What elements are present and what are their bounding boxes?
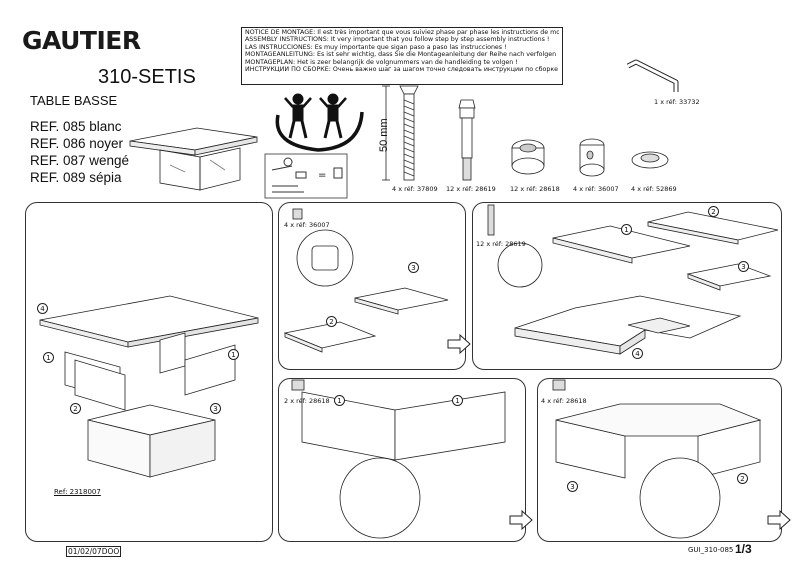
part-number-badge: 1 xyxy=(334,395,345,406)
part-number-badge: 1 xyxy=(621,224,632,235)
footer-date-suffix: DOO xyxy=(101,547,120,556)
allen-key-ref: 1 x réf: 33732 xyxy=(654,98,700,106)
hardware-ref-cam-lock: 12 x réf: 28618 xyxy=(510,185,560,193)
brand-logo: GAUTIER xyxy=(22,26,141,55)
step4-hardware-ref: 2 x réf: 28618 xyxy=(284,397,330,405)
hardware-ref-screw: 4 x réf: 37809 xyxy=(392,185,438,193)
product-subtitle: TABLE BASSE xyxy=(30,93,118,108)
part-number-badge: 1 xyxy=(228,349,239,360)
part-number-badge: 3 xyxy=(210,403,221,414)
hardware-ref-cover-cap: 4 x réf: 52869 xyxy=(631,185,677,193)
notice-line: ASSEMBLY INSTRUCTIONS: It very important… xyxy=(245,36,550,44)
footer-date: 01/02/07DOO xyxy=(66,546,122,557)
step2-hardware-ref: 4 x réf: 36007 xyxy=(284,221,330,229)
assembly-notice-box: NOTICE DE MONTAGE: Il est très important… xyxy=(241,27,563,85)
screw-length-label: 50 mm xyxy=(378,118,390,152)
notice-line: NOTICE DE MONTAGE: Il est très important… xyxy=(245,29,559,36)
step5-hardware-ref: 4 x réf: 28618 xyxy=(541,397,587,405)
footer-date-value: 01/02/07 xyxy=(68,547,102,556)
reference-list: REF. 085 blanc REF. 086 noyer REF. 087 w… xyxy=(30,118,129,186)
model-title: 310-SETIS xyxy=(98,66,196,88)
reference-item: REF. 085 blanc xyxy=(30,119,122,134)
page-number: 1/3 xyxy=(735,542,752,556)
hardware-ref-dowel: 4 x réf: 36007 xyxy=(573,185,619,193)
part-number-badge: 2 xyxy=(737,473,748,484)
ref-note: Ref: 2318007 xyxy=(54,488,101,496)
part-number-badge: 1 xyxy=(43,352,54,363)
part-number-badge: 2 xyxy=(70,403,81,414)
notice-line: ИНСТРУКЦИИ ПО СБОРКЕ: Очень важно шаг за… xyxy=(245,66,559,74)
part-number-badge: 4 xyxy=(632,348,643,359)
part-number-badge: 2 xyxy=(708,206,719,217)
svg-text:=: = xyxy=(318,170,326,181)
part-number-badge: 3 xyxy=(567,481,578,492)
part-number-badge: 3 xyxy=(738,261,749,272)
part-number-badge: 3 xyxy=(408,262,419,273)
notice-line: MONTAGEANLEITUNG: Es ist sehr wichtig, d… xyxy=(245,51,559,59)
reference-item: REF. 089 sépia xyxy=(30,170,122,185)
part-number-badge: 1 xyxy=(452,395,463,406)
reference-item: REF. 086 noyer xyxy=(30,136,124,151)
part-number-badge: 4 xyxy=(37,303,48,314)
reference-item: REF. 087 wengé xyxy=(30,153,130,168)
footer-code: GUI_310-085 xyxy=(688,546,734,554)
part-number-badge: 2 xyxy=(326,316,337,327)
notice-line: LAS INSTRUCCIONES: Es muy importante que… xyxy=(245,43,507,51)
hardware-ref-cam-bolt: 12 x réf: 28619 xyxy=(446,185,496,193)
step3-hardware-ref: 12 x réf: 28619 xyxy=(476,240,526,248)
notice-line: MONTAGEPLAN: Het is zeer belangrijk de v… xyxy=(245,58,518,66)
